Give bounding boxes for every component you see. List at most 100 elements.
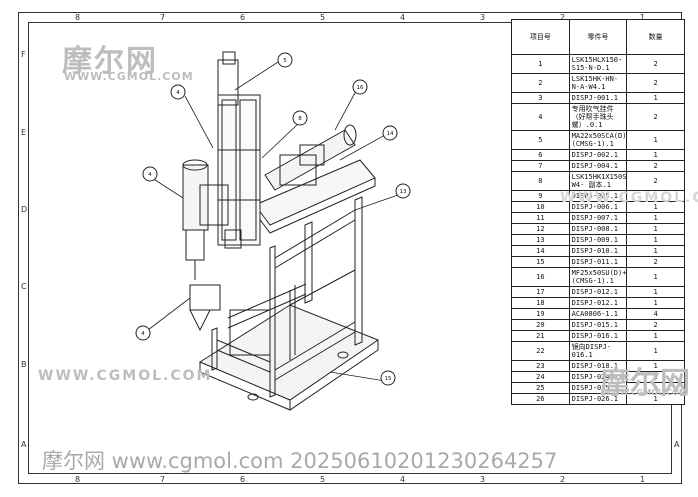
callout-4b-label: 4 (148, 172, 152, 178)
bom-cell-part: DISPJ-011.1 (568, 256, 628, 268)
bom-cell-item: 7 (511, 160, 570, 172)
zone-bottom-7: 7 (160, 475, 166, 484)
bom-header-item: 项目号 (511, 19, 570, 55)
bom-cell-part: MF25x50SU(D)+(CMSG-1).1 (568, 267, 628, 287)
bom-cell-item: 6 (511, 149, 570, 161)
bom-cell-part: DISPJ-016.1 (568, 330, 628, 342)
bom-header-qty: 数量 (626, 19, 685, 55)
bom-cell-part: DISPJ-008.1 (568, 223, 628, 235)
callout-5-label: 5 (283, 58, 287, 64)
bom-cell-item: 8 (511, 171, 570, 191)
callout-4b (142, 166, 158, 182)
callout-16-label: 16 (357, 85, 364, 91)
bom-cell-part: DISPJ-004.1 (568, 160, 628, 172)
bom-cell-item: 25 (511, 382, 570, 394)
bom-header-row: 项目号 零件号 数量 (511, 19, 685, 55)
zone-right-A: A (674, 440, 680, 449)
bom-cell-part: LSK15HK1X150S15AN-W4- 副本.1 (568, 171, 628, 191)
callout-5 (277, 52, 293, 68)
bom-cell-item: 3 (511, 92, 570, 104)
callout-16 (352, 79, 368, 95)
zone-top-5: 5 (320, 13, 326, 22)
bom-cell-part: DISPJ-007.1 (568, 212, 628, 224)
bom-cell-qty: 1 (626, 297, 685, 309)
zone-top-8: 8 (75, 13, 81, 22)
zone-bottom-2: 2 (560, 475, 566, 484)
bom-cell-qty: 1 (626, 393, 685, 405)
bom-cell-item: 26 (511, 393, 570, 405)
bom-cell-qty: 1 (626, 212, 685, 224)
vertical-column (217, 51, 261, 246)
callout-15-label: 15 (385, 376, 392, 382)
callout-13-label: 13 (400, 189, 407, 195)
bom-cell-part: DISPJ-009.1 (568, 234, 628, 246)
bom-cell-qty: 2 (626, 54, 685, 74)
bom-cell-part: DISPJ-012.1 (568, 286, 628, 298)
bom-cell-qty: 2 (626, 73, 685, 93)
bom-cell-qty: 1 (626, 190, 685, 202)
bom-cell-part: LSK15HK-HN-N-A-W4.1 (568, 73, 628, 93)
zone-bottom-1: 1 (640, 475, 646, 484)
zone-left-F: F (21, 50, 26, 59)
frame (211, 196, 363, 398)
bom-header-part: 零件号 (568, 19, 628, 55)
callout-4a (170, 84, 186, 100)
zone-left-A: A (21, 440, 27, 449)
callout-8-label: 8 (298, 116, 302, 122)
bom-cell-item: 19 (511, 308, 570, 320)
bom-cell-item: 20 (511, 319, 570, 331)
bom-cell-item: 4 (511, 103, 570, 131)
bom-cell-qty: 2 (626, 103, 685, 131)
callout-15 (380, 370, 396, 386)
bom-cell-part: 专用吹气挂件（好帮手珠头螺）.0.1 (568, 103, 628, 131)
bom-cell-item: 23 (511, 360, 570, 372)
base-plate (198, 304, 380, 411)
bom-cell-qty: 1 (626, 267, 685, 287)
bom-cell-part: DISPJ-001.1 (568, 92, 628, 104)
zone-left-B: B (21, 360, 27, 369)
callout-4a-label: 4 (176, 90, 180, 96)
bom-cell-part: DISPJ-025.1 (568, 382, 628, 394)
bom-cell-part: 镜向DISPJ-016.1 (568, 341, 628, 361)
bom-cell-part: DISPJ-002.1 (568, 149, 628, 161)
zone-bottom-8: 8 (75, 475, 81, 484)
callout-14 (382, 125, 398, 141)
zone-top-3: 3 (480, 13, 486, 22)
bom-cell-item: 17 (511, 286, 570, 298)
zone-bottom-5: 5 (320, 475, 326, 484)
bom-cell-part: LSK15HLX150-S15-N-D.1 (568, 54, 628, 74)
zone-left-C: C (21, 282, 27, 291)
bom-cell-qty: 4 (626, 308, 685, 320)
bom-cell-part: ACA0806-1.1 (568, 308, 628, 320)
bom-cell-qty: 2 (626, 319, 685, 331)
bom-cell-part: DISPJ-010.1 (568, 245, 628, 257)
callout-4c (135, 325, 151, 341)
bom-cell-item: 10 (511, 201, 570, 213)
bom-cell-qty: 1 (626, 201, 685, 213)
bom-cell-item: 14 (511, 245, 570, 257)
zone-bottom-6: 6 (240, 475, 246, 484)
bom-cell-qty: 2 (626, 171, 685, 191)
bom-row: 8LSK15HK1X150S15AN-W4- 副本.12 (511, 171, 685, 191)
bom-cell-item: 2 (511, 73, 570, 93)
bom-cell-qty: 1 (626, 371, 685, 383)
bom-cell-qty: 1 (626, 341, 685, 361)
